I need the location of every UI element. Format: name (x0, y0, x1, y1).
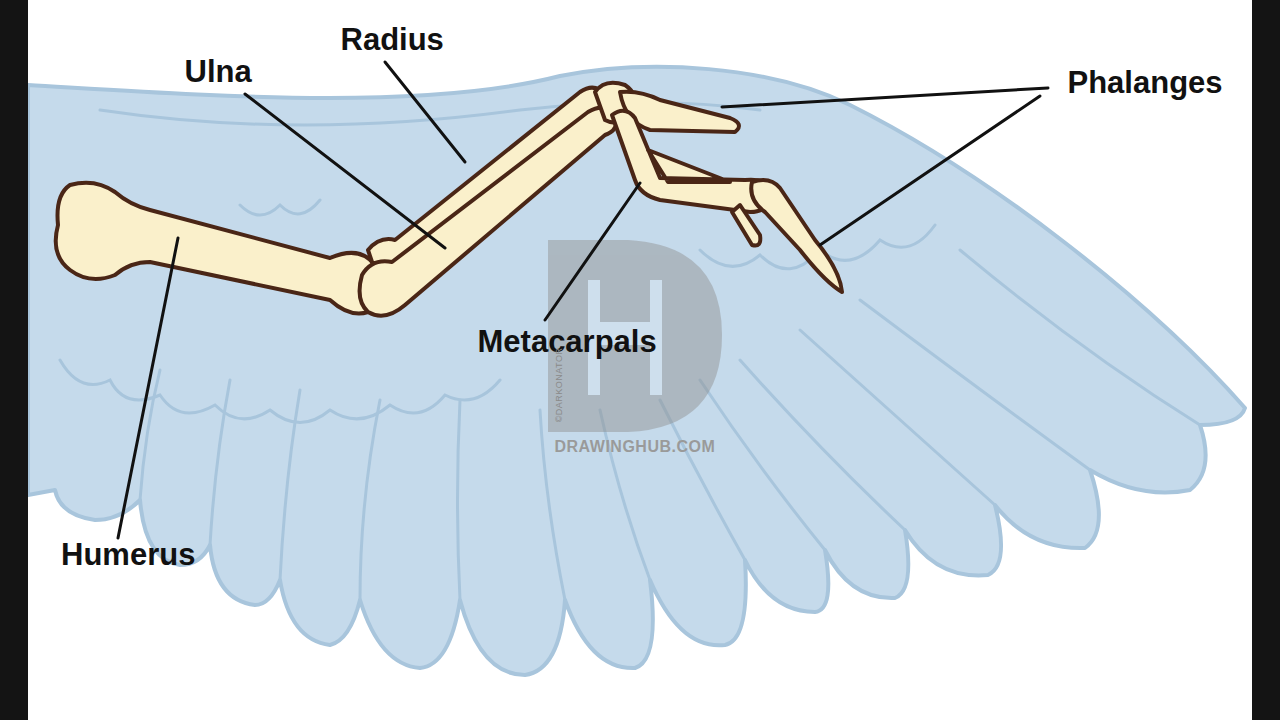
part-label: Humerus (61, 538, 195, 572)
letterbox-bar (0, 0, 28, 720)
leader-line (385, 62, 465, 162)
feather-lines (60, 103, 1200, 601)
humerus-bone (56, 183, 379, 314)
leader-line (245, 94, 445, 248)
part-label: Phalanges (1068, 66, 1223, 100)
part-label: Metacarpals (478, 325, 657, 359)
watermark-credit: ©DARKONATOR (555, 348, 565, 423)
leader-line (118, 238, 178, 538)
wing-shape (28, 67, 1245, 675)
leader-lines (118, 62, 1048, 538)
leader-line (545, 183, 640, 320)
leader-line (722, 88, 1048, 107)
minor-phalange (732, 205, 760, 246)
letterbox-bar (1252, 0, 1280, 720)
leader-line (820, 96, 1040, 245)
wing-bones (56, 83, 842, 316)
part-label: Ulna (185, 55, 252, 89)
part-label: Radius (341, 23, 444, 57)
phalange-bone (751, 180, 842, 292)
radius-bone (368, 88, 606, 266)
watermark-text: DRAWINGHUB.COM (555, 438, 716, 456)
